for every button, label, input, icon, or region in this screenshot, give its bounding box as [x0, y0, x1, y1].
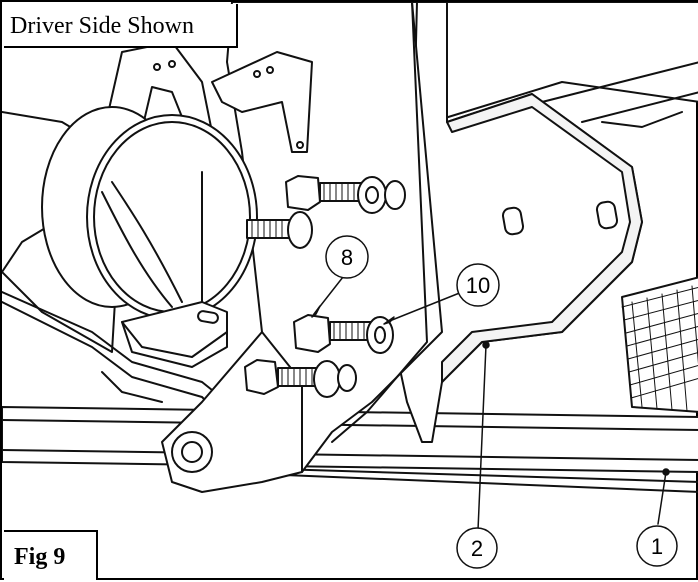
callout-2: 2	[456, 527, 498, 569]
figure-label: Fig 9	[4, 530, 98, 580]
mesh-grille	[621, 276, 698, 413]
callout-8: 8	[325, 235, 369, 279]
callout-10: 10	[456, 263, 500, 307]
receiver-tube	[41, 106, 258, 320]
callout-1: 1	[636, 525, 678, 567]
frame-rail	[2, 406, 698, 493]
bolt-lower	[244, 359, 357, 398]
callout-1-label: 1	[651, 534, 663, 559]
clamp-bracket	[121, 301, 228, 368]
callout-2-label: 2	[471, 536, 483, 561]
bolt-tube	[246, 211, 313, 249]
view-caption: Driver Side Shown	[4, 4, 238, 48]
bolt-8	[293, 314, 394, 354]
callout-10-label: 10	[466, 273, 490, 298]
callout-8-label: 8	[341, 245, 353, 270]
callout-leaders	[311, 276, 670, 531]
bolt-upper	[285, 175, 406, 214]
